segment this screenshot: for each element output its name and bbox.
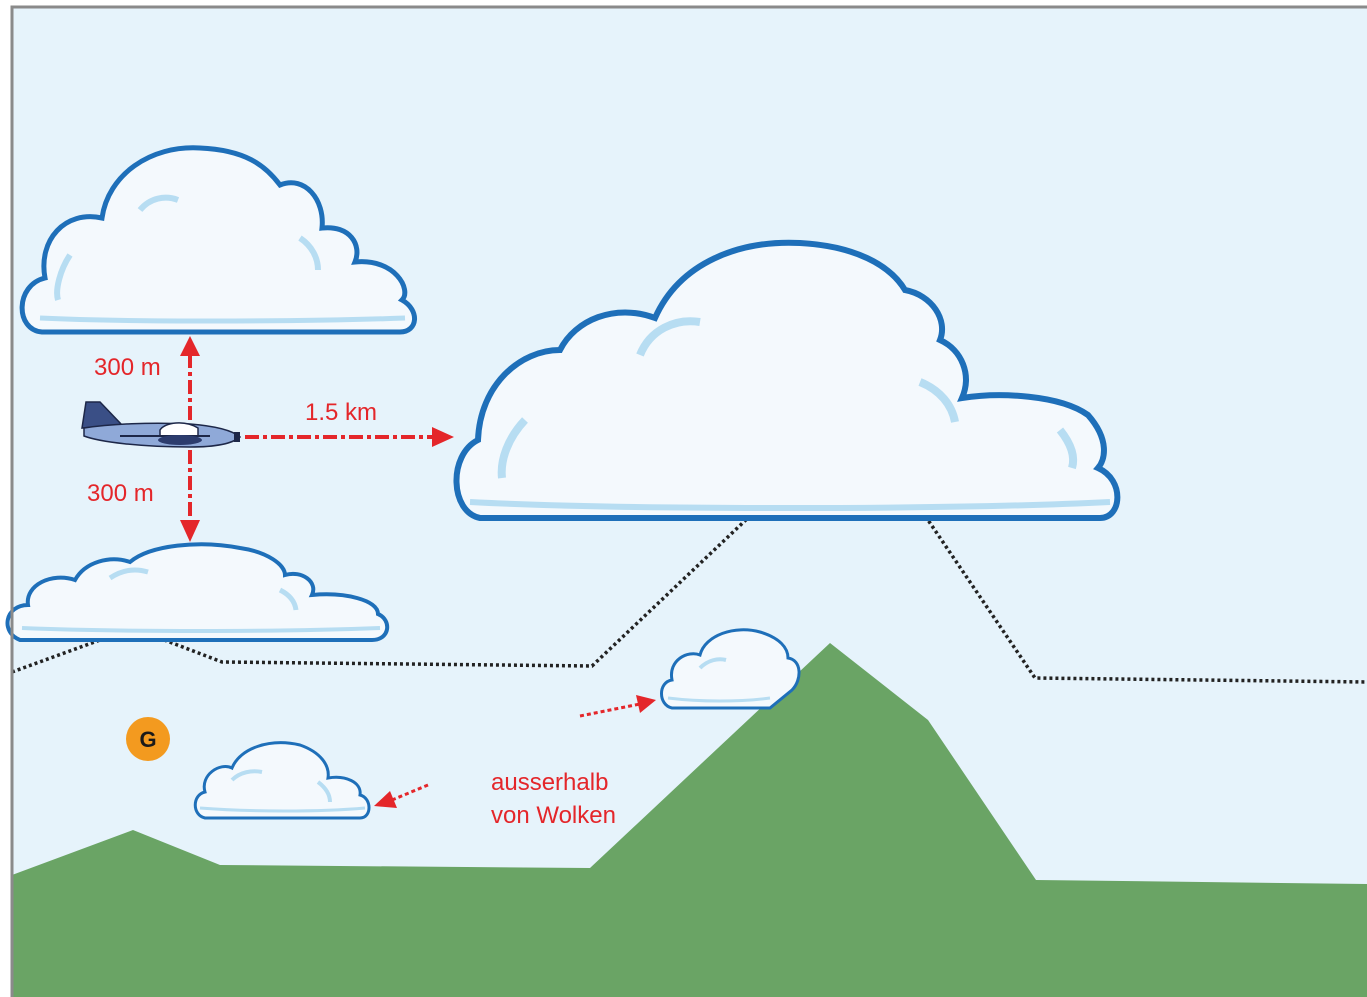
label-horizontal-distance: 1.5 km [305, 399, 377, 426]
airspace-class-letter: G [139, 727, 156, 752]
label-300m-below: 300 m [87, 480, 154, 507]
label-outside-clouds-line2: von Wolken [491, 802, 616, 829]
label-outside-clouds-line1: ausserhalb [491, 769, 608, 796]
airspace-class-badge: G [126, 717, 170, 761]
label-300m-above: 300 m [94, 354, 161, 381]
